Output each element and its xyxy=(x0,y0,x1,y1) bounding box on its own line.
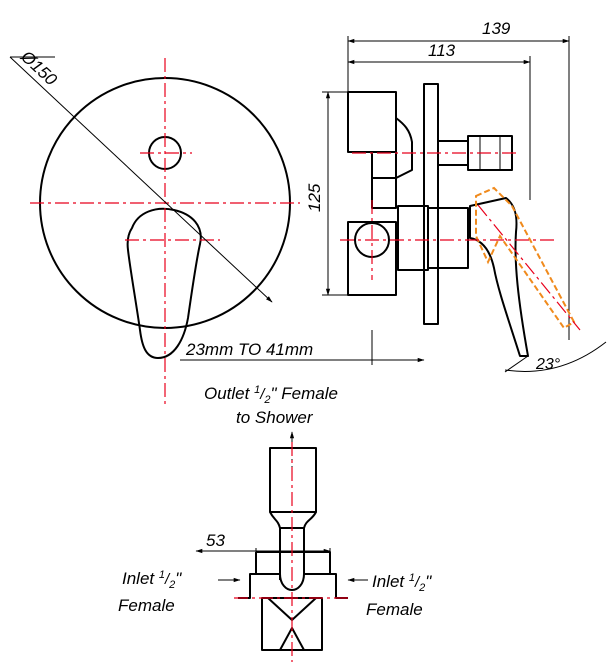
mixer-lever xyxy=(126,207,202,359)
width-53-label: 53 xyxy=(206,531,225,550)
inlet-body-left xyxy=(250,573,281,580)
lever-axis-centerline xyxy=(477,204,581,331)
valve-body-top xyxy=(347,91,397,153)
side-view: 139 113 125 23° xyxy=(180,19,607,373)
wall-range-label: 23mm TO 41mm xyxy=(185,340,313,359)
valve-shoulder xyxy=(395,117,413,179)
valve-body-connector xyxy=(371,178,397,209)
inlet-left-label-line1: Inlet 1/2" xyxy=(122,569,182,591)
outlet-taper xyxy=(269,511,317,529)
inlet-right-label-line1: Inlet 1/2" xyxy=(372,572,432,594)
angle-arc xyxy=(504,341,607,372)
inlet-right-label-line2: Female xyxy=(366,600,423,619)
outlet-label-line1: Outlet 1/2" Female xyxy=(204,384,338,406)
lever-alt-position xyxy=(475,186,576,330)
outlet-label-line2: to Shower xyxy=(236,408,314,427)
cartridge-stem xyxy=(427,207,469,269)
body-view: Outlet 1/2" Female to Shower 53 Inlet 1/… xyxy=(118,384,432,662)
lever-side-profile xyxy=(469,197,529,357)
wall-plate xyxy=(423,83,439,325)
height-125-label: 125 xyxy=(305,183,324,212)
depth-139-label: 139 xyxy=(482,19,511,38)
angle-label: 23° xyxy=(535,356,561,373)
depth-113-label: 113 xyxy=(428,41,456,60)
angle-leader xyxy=(504,355,529,373)
valve-body-neck xyxy=(371,152,397,179)
inlet-left-label-line2: Female xyxy=(118,596,175,615)
diameter-dimension-line xyxy=(9,56,273,303)
outlet-port xyxy=(269,447,317,513)
diameter-label: Ø150 xyxy=(17,46,62,89)
